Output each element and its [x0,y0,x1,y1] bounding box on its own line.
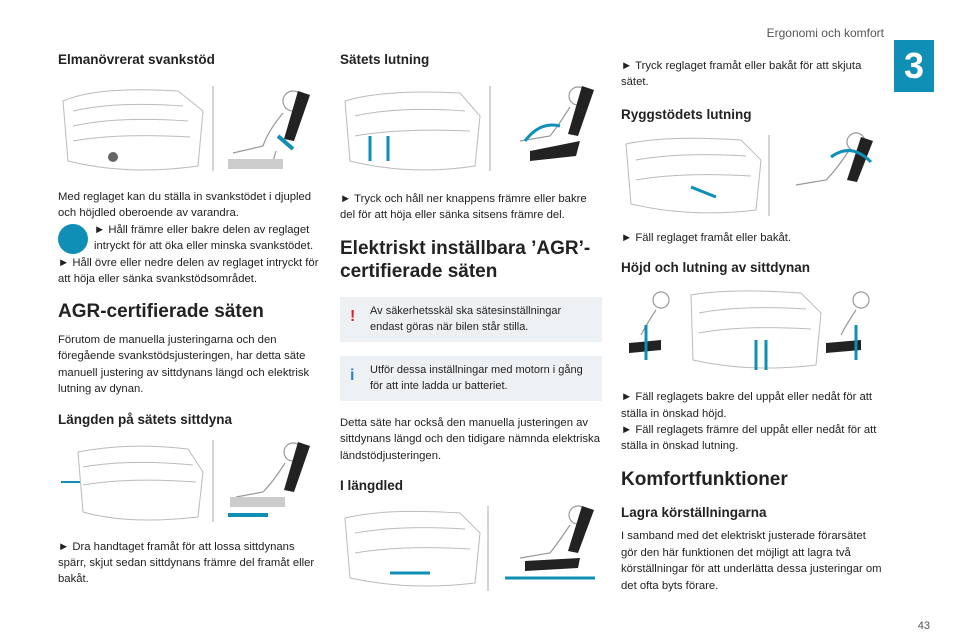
figure-length [58,437,320,525]
figure-tilt [340,81,602,177]
heading-memory: Lagra körställningarna [621,505,767,521]
page-number: 43 [917,620,930,632]
heading-backrest: Ryggstödets lutning [621,106,752,122]
heading-electric: Elektriskt inställbara ’AGR’-certifierad… [340,237,591,282]
text-lumbar-3: ► Håll övre eller nedre delen av reglage… [58,256,319,285]
lengthwise-illustration [344,505,595,592]
text-length: ► Dra handtaget framåt för att lossa sit… [58,540,315,586]
figure-lengthwise [340,503,602,593]
figure-lumbar [58,81,320,177]
text-backrest: ► Fäll reglaget framåt eller bakåt. [621,231,792,244]
heading-cushion: Höjd och lutning av sittdynan [621,260,810,276]
warning-note: ! Av säkerhetsskäl ska sätesinställninga… [340,297,602,343]
tilt-illustration [344,86,594,171]
heading-length: Längden på sätets sittdyna [58,411,233,427]
heading-comfort: Komfortfunktioner [621,468,788,490]
text-lumbar-1: Med reglaget kan du ställa in svankstöde… [58,191,312,220]
column-left: Elmanövrerat svankstöd Med reglaget kan … [58,52,320,588]
text-lumbar-2: ► Håll främre eller bakre delen av regla… [94,223,314,253]
heading-agr: AGR-certifierade säten [58,301,264,323]
column-middle: Sätets lutning ► Tryck och håll ner knap… [340,52,602,603]
warning-icon: ! [350,308,356,326]
heading-tilt: Sätets lutning [340,52,430,67]
header-title: Ergonomi och komfort [766,26,884,40]
text-tilt: ► Tryck och håll ner knappens främre ell… [340,193,587,222]
info-text: Utför dessa inställningar med motorn i g… [370,364,583,392]
length-illustration [61,439,310,522]
text-memory: I samband med det elektriskt justerade f… [621,530,882,592]
figure-cushion [621,285,883,377]
warning-text: Av säkerhetsskäl ska sätesinställningar … [370,305,562,333]
text-slide: ► Tryck reglaget framåt eller bakåt för … [621,60,862,89]
column-right: ► Tryck reglaget framåt eller bakåt för … [621,58,883,594]
heading-lumbar: Elmanövrerat svankstöd [58,52,215,67]
text-cushion-2: ► Fäll reglagets främre del uppåt eller … [621,423,877,453]
info-note: i Utför dessa inställningar med motorn i… [340,356,602,401]
backrest-illustration [625,132,873,216]
lumbar-illustration [62,86,310,171]
text-agr: Förutom de manuella justeringarna och de… [58,334,310,396]
lumbar-step-1: ► Håll främre eller bakre delen av regla… [58,222,320,255]
cushion-illustration [629,290,870,371]
seat-control-icon [58,223,88,254]
text-electric: Detta säte har också den manuella juster… [340,416,600,462]
chapter-tab: 3 [894,40,934,92]
info-icon: i [350,367,355,385]
text-cushion-1: ► Fäll reglagets bakre del uppåt eller n… [621,391,873,420]
heading-lengthwise: I längdled [340,478,404,494]
figure-backrest [621,132,883,218]
